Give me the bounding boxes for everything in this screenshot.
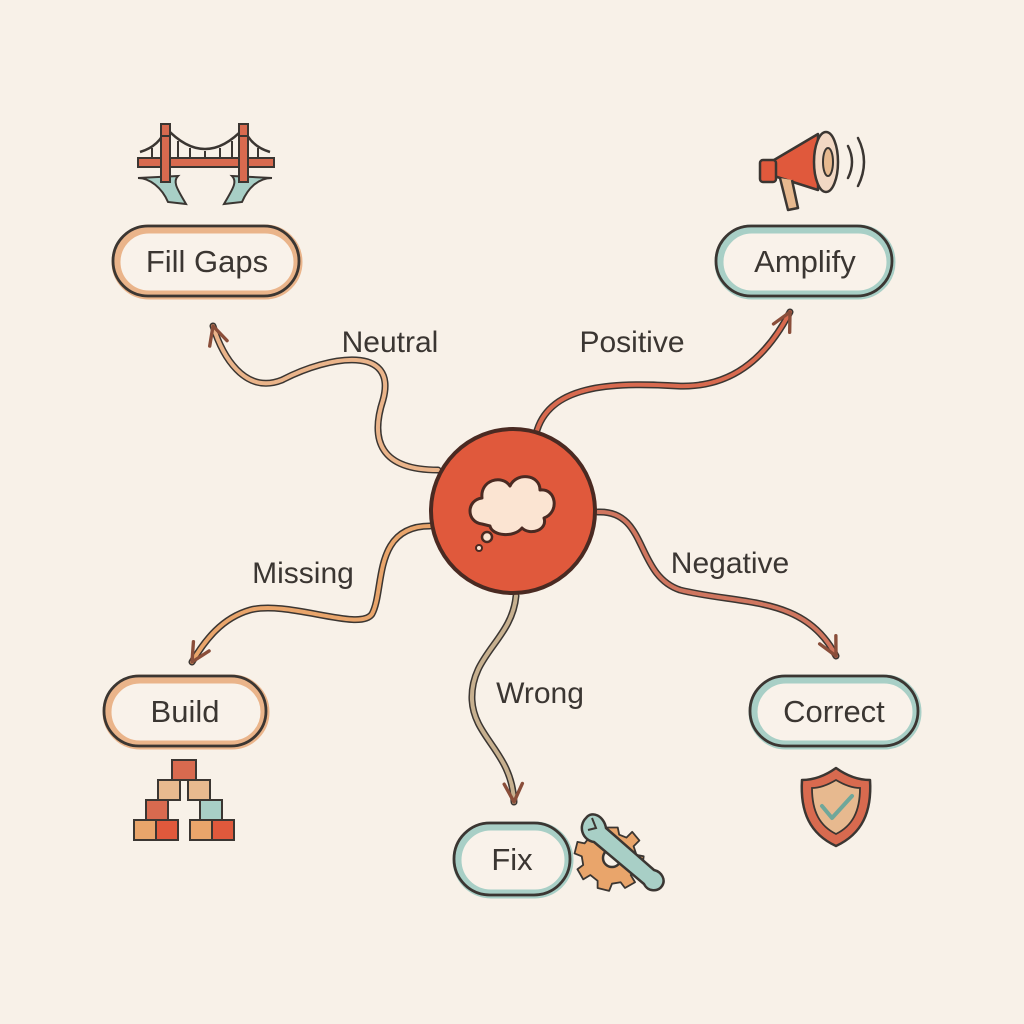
megaphone-icon [758,130,866,212]
node-label-correct: Correct [783,694,885,729]
wrench-gear-icon [573,813,665,892]
blocks-icon [133,759,235,841]
edge-label-neutral: Neutral [342,326,439,359]
node-label-fix: Fix [491,842,533,877]
connector-negative [594,508,840,660]
edge-label-negative: Negative [671,547,789,580]
node-fix: Fix [452,821,574,899]
node-label-amplify: Amplify [754,244,856,279]
hub-node [429,427,597,595]
node-fill-gaps: Fill Gaps [111,224,303,300]
connector-positive [532,308,794,438]
node-amplify: Amplify [714,224,896,300]
node-label-build: Build [151,694,220,729]
edge-label-positive: Positive [579,326,684,359]
connector-missing [188,522,434,666]
edge-label-wrong: Wrong [496,677,584,710]
bridge-icon [137,123,275,206]
shield-check-icon [800,766,872,848]
node-build: Build [102,674,270,750]
node-label-fill-gaps: Fill Gaps [146,244,268,279]
node-correct: Correct [748,674,922,750]
thought-cloud-icon [468,475,556,552]
connector-wrong [468,592,525,806]
connector-neutral [208,322,442,474]
edge-label-missing: Missing [252,557,354,590]
